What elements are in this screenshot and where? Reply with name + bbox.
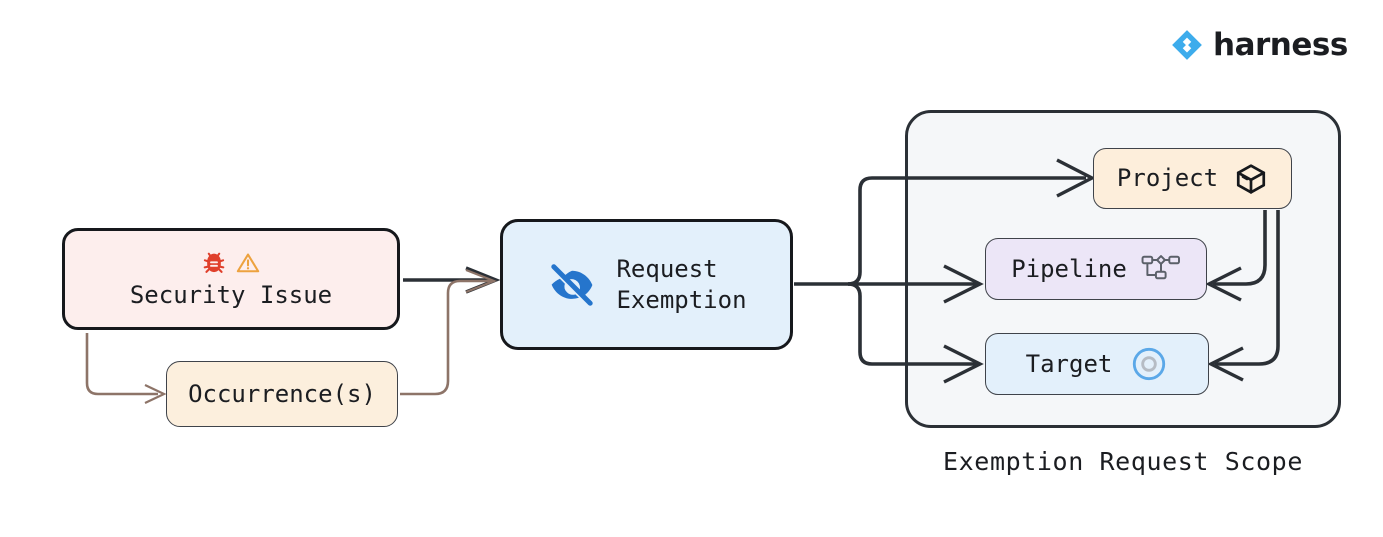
exemption-request-scope-caption: Exemption Request Scope bbox=[943, 447, 1303, 476]
arrowhead-security-to-occurrence bbox=[144, 384, 167, 404]
node-occurrence-label: Occurrence(s) bbox=[188, 379, 376, 408]
warning-triangle-icon bbox=[236, 253, 260, 272]
node-target-label: Target bbox=[1025, 349, 1113, 378]
pipeline-nodes-icon bbox=[1141, 255, 1180, 280]
edge-occurrence-to-request bbox=[400, 279, 492, 396]
node-project-label: Project bbox=[1116, 164, 1219, 193]
target-circle-icon bbox=[1133, 347, 1166, 381]
harness-diamond-logo-icon bbox=[1172, 30, 1202, 60]
eye-off-icon bbox=[551, 263, 594, 306]
cube-icon bbox=[1236, 163, 1266, 194]
edge-security-to-occurrence bbox=[85, 333, 158, 396]
bug-icon bbox=[203, 252, 225, 273]
node-request-exemption[interactable]: Request Exemption bbox=[500, 219, 793, 350]
node-security-issue[interactable]: Security Issue bbox=[62, 228, 400, 330]
security-issue-icons bbox=[201, 248, 261, 278]
arrowhead-security-to-request bbox=[465, 266, 501, 294]
node-security-issue-label: Security Issue bbox=[129, 280, 333, 309]
harness-logo: harness bbox=[1170, 28, 1348, 62]
node-target[interactable]: Target bbox=[985, 333, 1209, 395]
node-pipeline-label: Pipeline bbox=[1011, 254, 1127, 283]
node-pipeline[interactable]: Pipeline bbox=[985, 238, 1207, 300]
brand-name: harness bbox=[1213, 26, 1348, 63]
arrowhead-occurrence-to-request bbox=[465, 268, 498, 294]
node-request-exemption-label: Request Exemption bbox=[616, 254, 747, 314]
node-project[interactable]: Project bbox=[1093, 148, 1292, 209]
node-occurrence[interactable]: Occurrence(s) bbox=[166, 361, 398, 427]
